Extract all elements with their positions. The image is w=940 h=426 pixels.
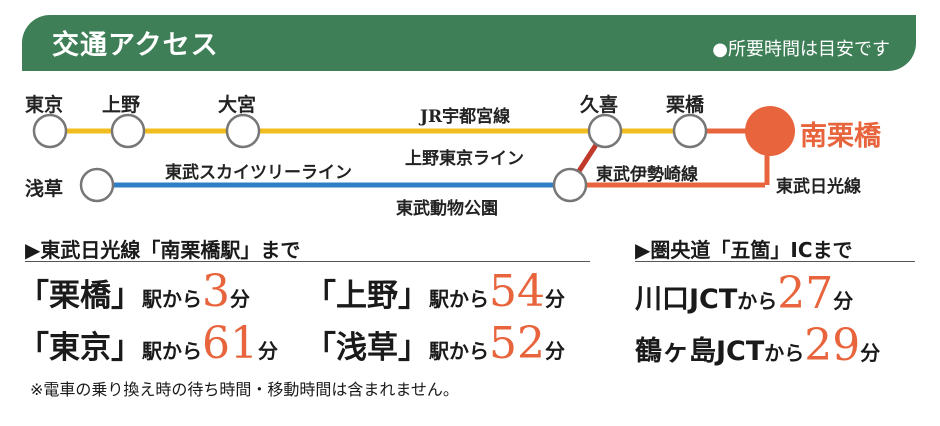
station-dot-tokyo bbox=[32, 113, 68, 149]
road-time-tsurugashima: 鶴ヶ島JCTから29分 bbox=[635, 320, 881, 371]
station-label-kuki: 久喜 bbox=[580, 94, 619, 116]
line-label-tobu-nikko: 東武日光線 bbox=[776, 177, 861, 197]
station-label-dobutsu-koen: 東武動物公園 bbox=[396, 199, 498, 219]
station-dot-dobutsu-koen bbox=[552, 167, 588, 203]
road-time-kawaguchi: 川口JCTから27分 bbox=[635, 268, 854, 319]
station-dot-omiya bbox=[225, 113, 261, 149]
road-section-divider bbox=[635, 261, 915, 262]
station-dot-minami-kurihashi bbox=[745, 106, 795, 156]
station-dot-asakusa bbox=[79, 167, 115, 203]
header-banner: 交通アクセス ●所要時間は目安です bbox=[22, 15, 916, 71]
line-label-tobu-skytree: 東武スカイツリーライン bbox=[165, 163, 352, 183]
rail-time-ueno: 「上野」駅から54分 bbox=[305, 266, 565, 317]
footnote: ※電車の乗り換え時の待ち時間・移動時間は含まれません。 bbox=[30, 380, 459, 399]
header-note: ●所要時間は目安です bbox=[712, 39, 890, 60]
station-dot-kuki bbox=[587, 113, 623, 149]
station-dot-kurihashi bbox=[672, 113, 708, 149]
line-label-ueno-tokyo: 上野東京ライン bbox=[405, 149, 524, 169]
line-label-tobu-isesaki: 東武伊勢崎線 bbox=[596, 165, 698, 185]
page-title: 交通アクセス bbox=[52, 30, 219, 61]
road-section-heading: ▶圏央道「五箇」ICまで bbox=[635, 238, 853, 262]
rail-section-divider bbox=[25, 261, 590, 262]
station-label-kurihashi: 栗橋 bbox=[666, 94, 705, 116]
rail-time-kurihashi: 「栗橋」駅から3分 bbox=[18, 266, 250, 317]
line-label-jr-utsunomiya: JR宇都宮線 bbox=[420, 107, 511, 127]
rail-time-asakusa: 「浅草」駅から52分 bbox=[305, 318, 565, 369]
station-label-ueno: 上野 bbox=[102, 94, 141, 116]
destination-label: 南栗橋 bbox=[800, 121, 881, 152]
station-label-asakusa: 浅草 bbox=[25, 178, 64, 200]
rail-section-heading: ▶東武日光線「南栗橋駅」まで bbox=[25, 238, 301, 262]
rail-time-tokyo: 「東京」駅から61分 bbox=[18, 318, 278, 369]
station-dot-ueno bbox=[110, 113, 146, 149]
station-label-omiya: 大宮 bbox=[218, 94, 257, 116]
station-label-tokyo: 東京 bbox=[25, 94, 64, 116]
